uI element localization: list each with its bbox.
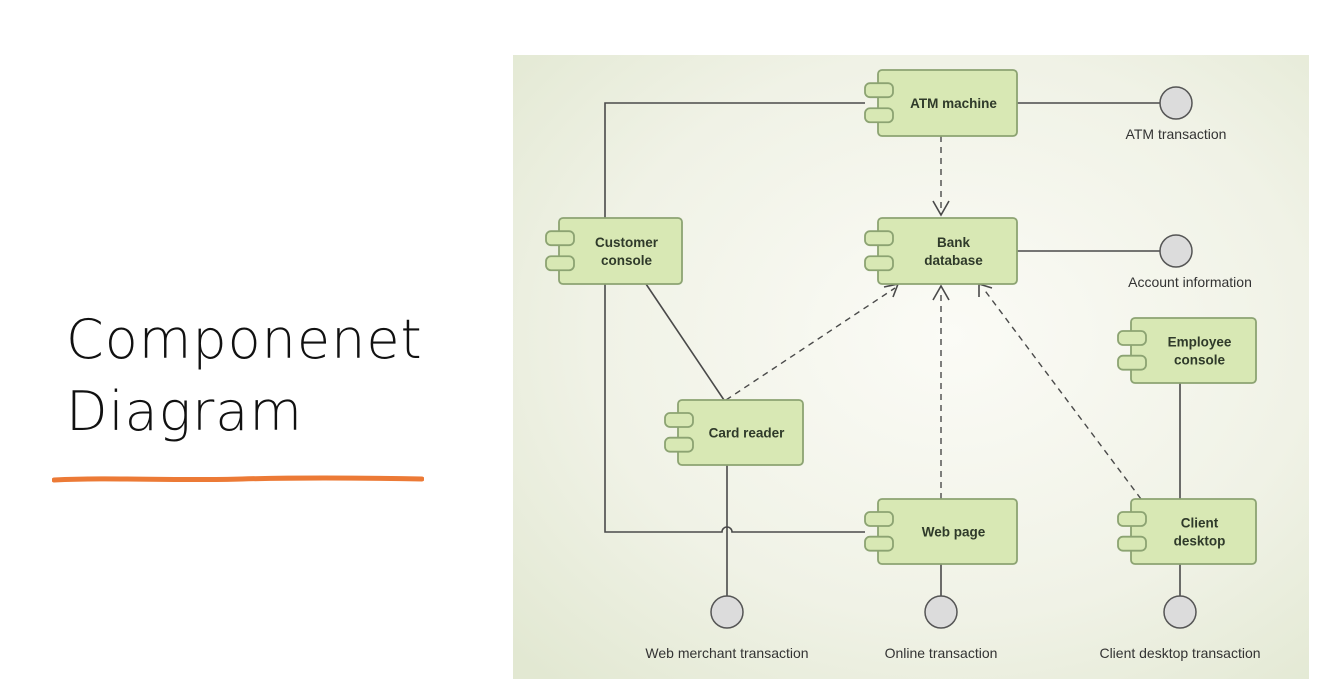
component-box <box>877 217 1018 285</box>
interface-label-web-merchant-transaction: Web merchant transaction <box>645 645 808 661</box>
interface-circle <box>1163 595 1197 629</box>
component-tab-1 <box>664 412 694 428</box>
interface-label-account-information: Account information <box>1128 274 1252 290</box>
component-tab-2 <box>864 535 894 552</box>
interface-label-online-transaction: Online transaction <box>885 645 998 661</box>
interface-label-atm-transaction: ATM transaction <box>1126 126 1227 142</box>
interface-circle <box>1159 234 1193 268</box>
component-tab-2 <box>864 107 894 124</box>
interface-circle <box>710 595 744 629</box>
connector-customer-console-to-web-page <box>604 284 865 533</box>
interface-web-merchant-transaction: Web merchant transaction <box>645 595 809 661</box>
connector-customer-console-to-atm-machine <box>604 102 865 218</box>
component-bank-database: Bank database <box>864 217 1018 285</box>
component-box <box>677 399 804 466</box>
component-customer-console: Customer console <box>545 217 683 285</box>
component-employee-console: Employee console <box>1117 317 1257 384</box>
component-label-card-reader-1: Card reader <box>709 426 786 441</box>
slide-title: Componenet Diagram <box>66 304 466 448</box>
interface-label-client-desktop-transaction: Client desktop transaction <box>1099 645 1260 661</box>
interface-client-desktop-transaction: Client desktop transaction <box>1099 595 1261 661</box>
component-tab-1 <box>545 230 575 247</box>
slide-title-line-1: Componenet <box>66 308 423 371</box>
component-card-reader: Card reader <box>664 399 804 466</box>
component-label-atm-machine-1: ATM machine <box>910 96 997 111</box>
arrowhead-from-web-page <box>932 284 950 301</box>
component-label-employee-console-1: Employee <box>1168 335 1232 350</box>
component-tab-1 <box>864 82 894 99</box>
component-label-client-desktop-2: desktop <box>1174 534 1226 549</box>
component-box <box>558 217 683 285</box>
component-atm-machine: ATM machine <box>864 69 1018 137</box>
component-tab-2 <box>864 255 894 272</box>
component-box <box>1130 498 1257 565</box>
component-label-customer-console-1: Customer <box>595 235 659 250</box>
component-box <box>1130 317 1257 384</box>
component-label-bank-database-2: database <box>924 253 983 268</box>
component-tab-1 <box>1117 330 1147 346</box>
component-tab-1 <box>1117 511 1147 527</box>
component-tab-2 <box>1117 354 1147 371</box>
dependency-card-reader-to-bank-database <box>725 287 896 401</box>
component-tab-1 <box>864 230 894 247</box>
interface-circle <box>1159 86 1193 120</box>
component-tab-2 <box>545 255 575 272</box>
component-label-employee-console-2: console <box>1174 353 1226 368</box>
interface-atm-transaction: ATM transaction <box>1126 86 1227 142</box>
arrowhead-from-atm-machine <box>932 200 950 217</box>
component-label-client-desktop-1: Client <box>1181 516 1219 531</box>
component-box <box>877 69 1018 137</box>
component-label-bank-database-1: Bank <box>937 235 971 250</box>
interface-circle <box>924 595 958 629</box>
component-client-desktop: Client desktop <box>1117 498 1257 565</box>
title-underline <box>52 475 424 483</box>
component-tab-2 <box>664 436 694 453</box>
component-tab-2 <box>1117 535 1147 552</box>
component-label-web-page-1: Web page <box>922 525 986 540</box>
interface-online-transaction: Online transaction <box>885 595 998 661</box>
component-label-customer-console-2: console <box>601 253 653 268</box>
component-tab-1 <box>864 511 894 527</box>
component-web-page: Web page <box>864 498 1018 565</box>
interface-account-information: Account information <box>1128 234 1252 290</box>
connector-customer-console-to-card-reader <box>645 283 725 401</box>
slide-title-line-2: Diagram <box>66 380 303 443</box>
component-box <box>877 498 1018 565</box>
